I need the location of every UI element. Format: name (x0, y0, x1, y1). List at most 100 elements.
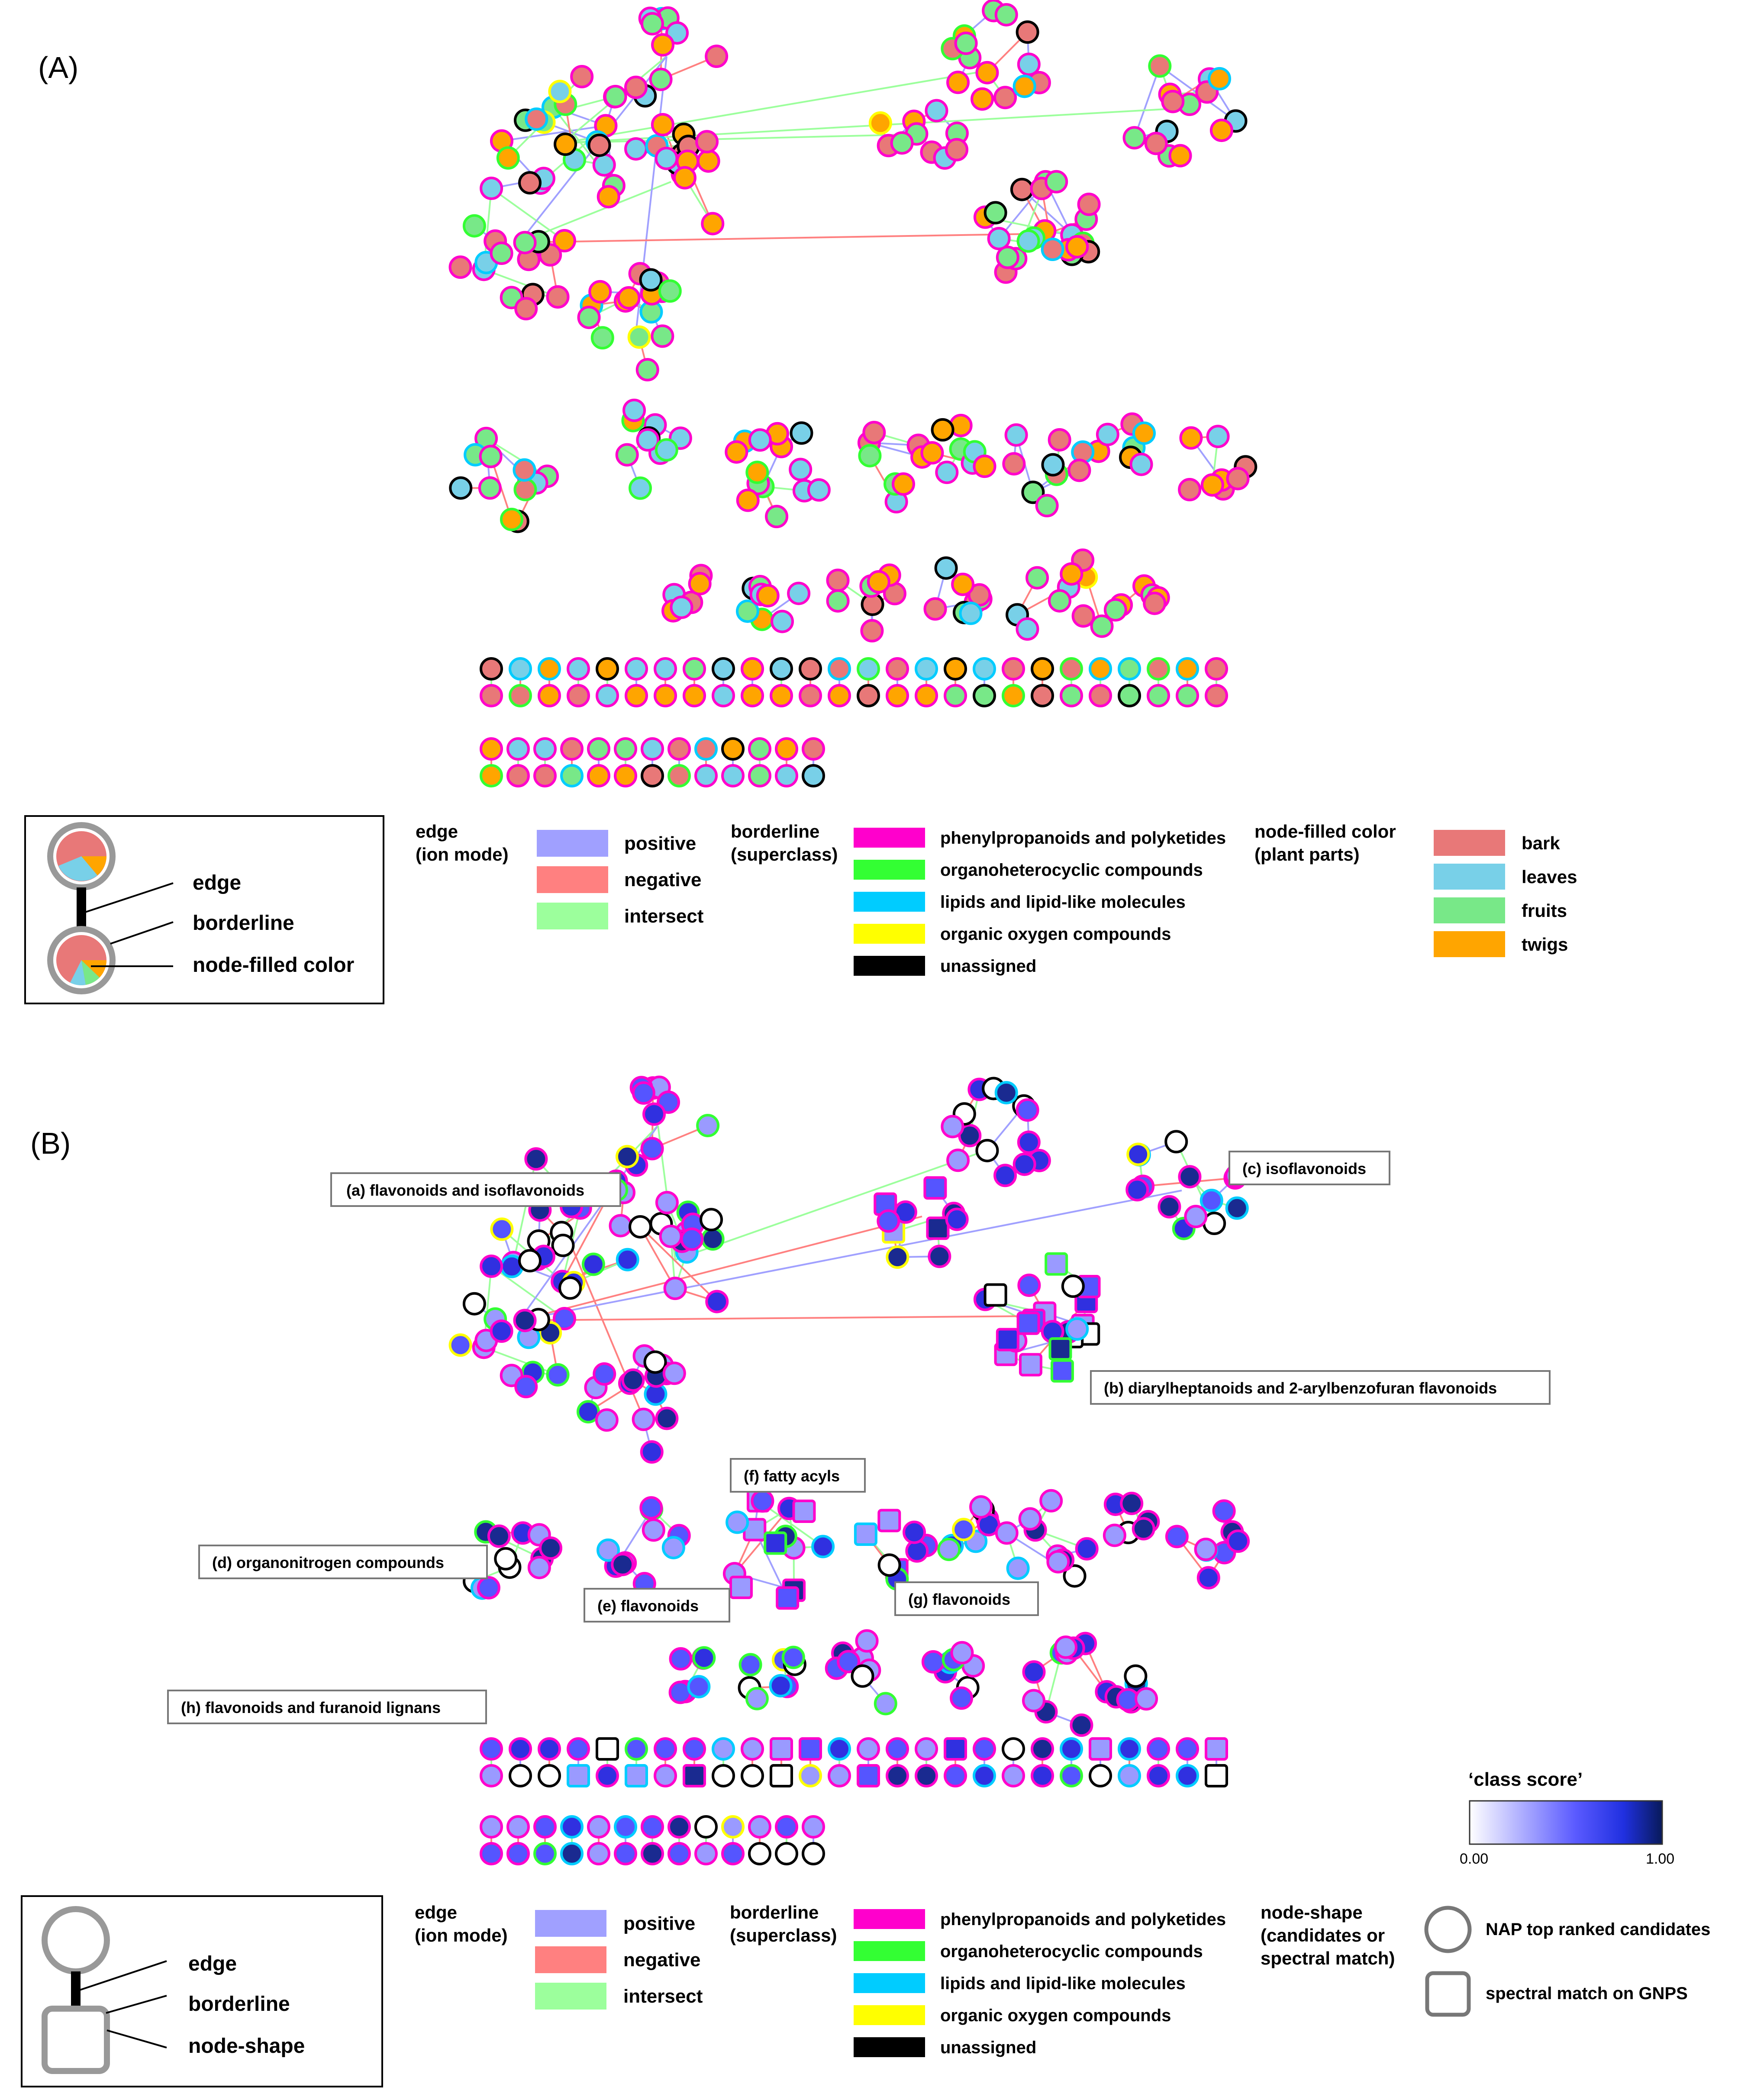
network-node (597, 185, 620, 209)
network-node (615, 1145, 639, 1168)
key-borderline-label-b: borderline (188, 1993, 290, 2016)
edge-legend-title: edge (416, 821, 458, 842)
network-node (748, 428, 772, 452)
network-node (969, 1495, 993, 1519)
network-node (915, 1737, 938, 1761)
network-node (651, 324, 674, 348)
network-node (587, 133, 611, 157)
network-node (641, 737, 664, 761)
network-node (588, 280, 612, 303)
network-node (616, 1248, 639, 1271)
annotation-c: (c) isoflavonoids (1229, 1151, 1390, 1185)
network-node (651, 113, 674, 136)
network-node (802, 737, 825, 761)
network-node (944, 684, 967, 707)
network-node (587, 737, 610, 761)
network-node (695, 130, 719, 154)
network-node (640, 1440, 664, 1464)
intersect-swatch-b (535, 1983, 606, 2010)
border-legend-b: borderline (superclass) phenylpropanoids… (730, 1902, 1226, 2057)
network-node (1022, 1689, 1046, 1713)
network-node (596, 1737, 619, 1761)
network-node (513, 1309, 537, 1332)
network-node (1132, 1517, 1155, 1541)
network-node (807, 478, 831, 502)
network-node (1124, 1664, 1148, 1688)
lipids-label-b: lipids and lipid-like molecules (940, 1974, 1186, 1993)
network-node (1071, 604, 1095, 628)
network-node (1048, 428, 1071, 452)
network-node (1122, 126, 1146, 150)
network-node (886, 684, 909, 707)
svg-text:(f) fatty acyls: (f) fatty acyls (744, 1467, 840, 1485)
network-node (509, 1737, 532, 1761)
network-node (1179, 426, 1203, 450)
network-node (1089, 1764, 1112, 1787)
network-edge (1133, 65, 1161, 138)
leaves-label: leaves (1522, 867, 1577, 887)
network-node (617, 286, 641, 310)
network-node (639, 268, 663, 292)
network-node (1129, 452, 1153, 476)
network-node (787, 581, 811, 605)
network-node (1075, 1537, 1099, 1561)
network-node (636, 428, 660, 452)
network-node (667, 737, 691, 761)
annotation-a: (a) flavonoids and isoflavonoids (330, 1172, 621, 1207)
network-node (462, 1292, 486, 1316)
network-node (886, 1764, 909, 1787)
colorbar-min: 0.00 (1460, 1851, 1488, 1867)
network-node (1060, 562, 1083, 586)
network-node (552, 1307, 576, 1331)
network-node (1147, 684, 1170, 707)
network-node (480, 764, 503, 787)
fill-legend-a: node-filled color (plant parts) bark lea… (1254, 821, 1577, 957)
network-node (694, 1815, 718, 1839)
network-node (581, 1252, 605, 1276)
network-node (700, 1208, 723, 1232)
network-node (658, 279, 682, 303)
network-node (828, 657, 851, 681)
network-node (1012, 74, 1036, 98)
network-node (548, 80, 572, 103)
network-node (944, 657, 967, 681)
network-node (551, 1233, 575, 1257)
network-node (1205, 1764, 1228, 1787)
key-fill-label: node-filled color (193, 954, 354, 977)
phenylpropanoids-label-b: phenylpropanoids and polyketides (940, 1910, 1226, 1929)
network-node (1103, 1523, 1126, 1547)
network-node (944, 1764, 967, 1787)
network-node (770, 1737, 793, 1761)
network-node (1060, 684, 1083, 707)
twigs-label: twigs (1522, 934, 1568, 955)
network-node (1045, 1252, 1068, 1276)
network-node (828, 1737, 851, 1761)
network-node (595, 1408, 619, 1432)
network-node (560, 737, 584, 761)
network-node (1063, 1564, 1087, 1588)
svg-text:(a) flavonoids and isoflavonoi: (a) flavonoids and isoflavonoids (346, 1181, 584, 1199)
network-node (857, 1737, 880, 1761)
network-node (480, 1764, 503, 1787)
network-node (480, 737, 503, 761)
network-node (596, 684, 619, 707)
network-node (745, 1687, 769, 1710)
network-node (934, 556, 958, 580)
network-node (603, 85, 627, 109)
network-node (533, 764, 557, 787)
network-edge (483, 1346, 558, 1376)
network-node (1118, 1764, 1141, 1787)
network-edge (562, 68, 996, 144)
network-node (1206, 425, 1230, 448)
class-score-colorbar: ‘class score’ 0.00 1.00 (1460, 1769, 1674, 1867)
network-node (920, 441, 944, 465)
negative-label: negative (624, 869, 702, 890)
network-node (1002, 1737, 1025, 1761)
network-node (449, 476, 473, 500)
network-node (629, 476, 652, 500)
network-node (673, 166, 696, 190)
fruits-swatch (1434, 897, 1505, 923)
network-node (935, 461, 959, 484)
network-node (1164, 1130, 1188, 1154)
network-node (1205, 657, 1228, 681)
